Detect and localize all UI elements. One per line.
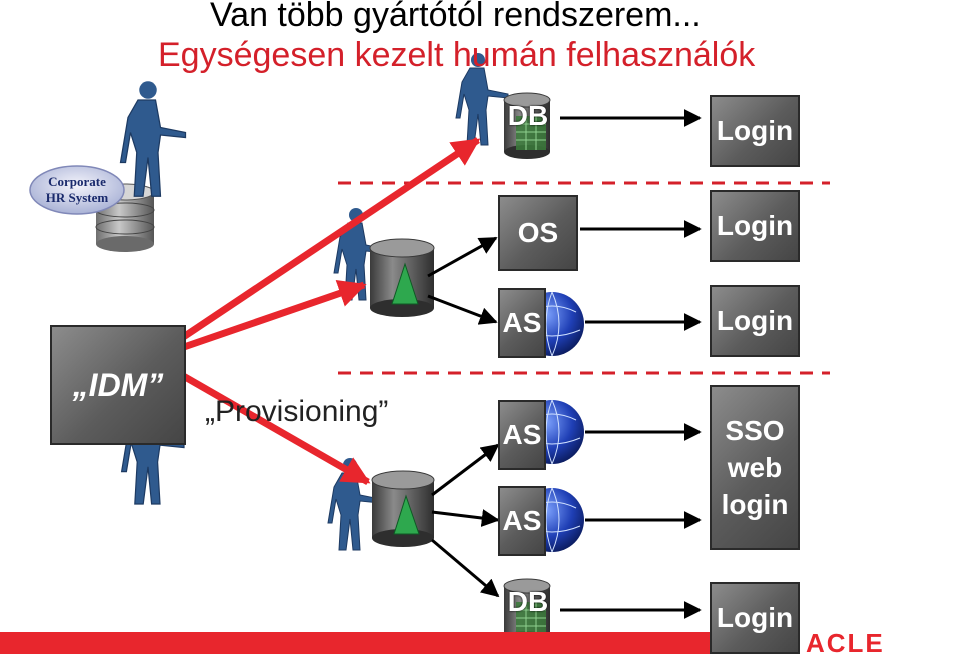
as-box-3: AS (498, 486, 546, 556)
hr-badge-icon (29, 165, 125, 215)
os-label: OS (517, 217, 559, 248)
login-box-2: Login (710, 190, 800, 262)
provisioning-arrow-server-bottom (150, 354, 371, 486)
db-bottom-label: DB (507, 586, 549, 617)
sso-box: SSO web login (710, 385, 800, 550)
provisioning-server-icon-top (369, 238, 435, 317)
hr-system-label-line2: HR System (45, 190, 109, 205)
as-label-1: AS (502, 307, 542, 338)
hr-system-label: Corporate HR System (34, 174, 120, 206)
arrow-server-to-as-1 (427, 294, 498, 325)
idm-label: „IDM” (72, 366, 164, 403)
arrow-server-to-db-bottom (431, 538, 500, 598)
as-box-1: AS (498, 288, 546, 358)
footer-red-band (0, 632, 800, 654)
person-icon-hr (119, 80, 187, 197)
arrow-server-to-as-3 (431, 509, 500, 527)
database-icon-top (503, 92, 551, 159)
hr-system-label-line1: Corporate (48, 174, 106, 189)
as-label-3: AS (502, 505, 542, 536)
idm-box: „IDM” (50, 325, 186, 445)
sso-label-line2: web (727, 452, 783, 483)
sso-label-line3: login (721, 489, 789, 520)
login-box-1: Login (710, 95, 800, 167)
provisioning-arrow-db (150, 137, 481, 361)
provisioning-server-icon-bottom (371, 470, 435, 547)
title-line-1: Van több gyártótól rendszerem... (210, 0, 701, 34)
footer-logo: ACLE (806, 628, 885, 658)
login-label-2: Login (716, 210, 794, 241)
login-label-3: Login (716, 305, 794, 336)
login-box-4: Login (710, 582, 800, 654)
title-line-2: Egységesen kezelt humán felhasználók (158, 36, 756, 74)
provisioning-arrow-server-top (150, 279, 367, 362)
login-label-1: Login (716, 115, 794, 146)
login-label-4: Login (716, 602, 794, 633)
os-box: OS (498, 195, 578, 271)
as-box-2: AS (498, 400, 546, 470)
provisioning-label: „Provisioning” (205, 395, 389, 428)
as-label-2: AS (502, 419, 542, 450)
sso-label-line1: SSO (725, 415, 785, 446)
db-top-label: DB (507, 100, 549, 131)
hr-system (29, 165, 155, 252)
login-box-3: Login (710, 285, 800, 357)
arrow-server-to-os (427, 236, 498, 278)
arrow-server-to-as-2 (431, 443, 500, 497)
